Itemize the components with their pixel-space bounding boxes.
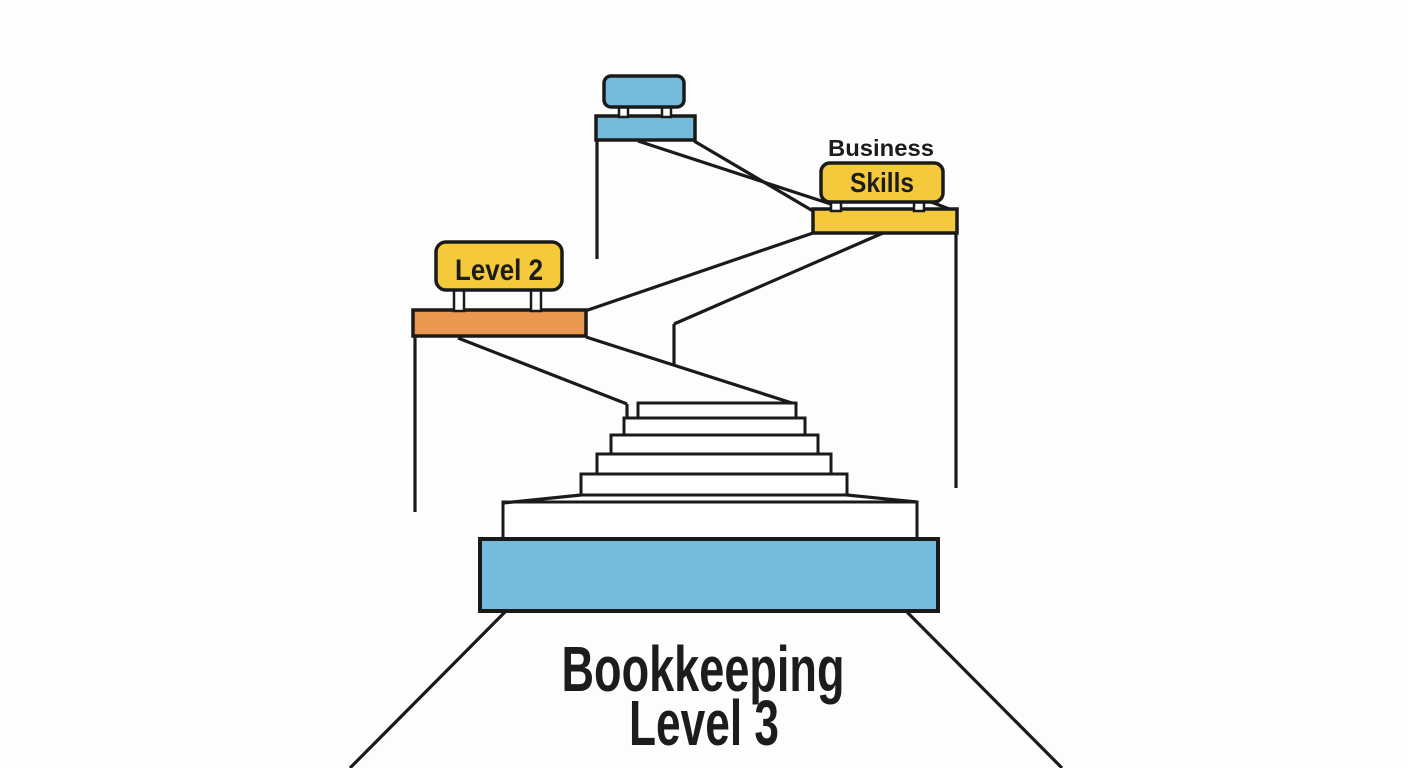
road-line-left bbox=[348, 610, 507, 768]
business-sign-board bbox=[819, 161, 945, 204]
ramp-mid-near-edge bbox=[673, 231, 884, 326]
stair-landing bbox=[501, 500, 919, 541]
page-title: Bookkeeping Level 3 bbox=[562, 633, 845, 759]
level2-sign: Level 2 bbox=[411, 240, 588, 338]
top-sign-platform bbox=[594, 114, 697, 142]
title-line-2: Level 3 bbox=[629, 687, 779, 759]
ramp-low-near-edge bbox=[457, 336, 628, 406]
level2-sign-post-right bbox=[529, 287, 543, 313]
stair-step-3 bbox=[609, 433, 820, 456]
ramp-top-near-edge bbox=[693, 139, 814, 213]
top-sign-board bbox=[602, 74, 686, 109]
road-line-right bbox=[905, 610, 1064, 768]
stair-step-2 bbox=[622, 416, 807, 437]
landing-flare-right bbox=[846, 493, 918, 504]
landing-flare-left bbox=[502, 493, 582, 505]
level2-sign-label: Level 2 bbox=[455, 254, 543, 287]
stair-step-4 bbox=[595, 452, 833, 476]
ramp-mid-far-edge bbox=[584, 231, 814, 313]
ramp-low-far-edge bbox=[585, 335, 793, 405]
level2-sign-platform bbox=[411, 308, 588, 338]
level2-sign-board bbox=[434, 240, 564, 292]
business-sign-label: Skills bbox=[850, 167, 914, 198]
stair-step-5 bbox=[579, 472, 849, 497]
business-sign-caption: Business bbox=[828, 135, 934, 161]
level2-sign-post-left bbox=[452, 287, 466, 313]
stair-step-1 bbox=[636, 401, 798, 420]
ramp-lines bbox=[413, 139, 958, 512]
ramp-top-far-edge bbox=[637, 139, 841, 209]
staircase bbox=[501, 401, 919, 541]
title-line-1: Bookkeeping bbox=[562, 633, 845, 705]
business-skills-sign: Business Skills bbox=[811, 135, 959, 235]
top-blank-sign bbox=[594, 74, 697, 142]
base-platform bbox=[478, 537, 940, 613]
business-sign-platform bbox=[811, 207, 959, 235]
